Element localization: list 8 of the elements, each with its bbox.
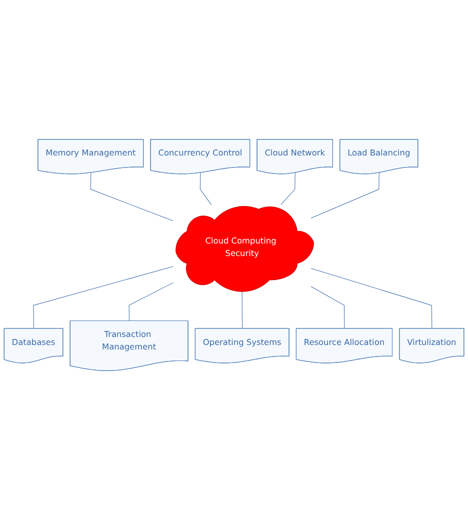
connector — [310, 172, 380, 218]
connector — [33, 266, 174, 329]
connector — [242, 290, 243, 329]
connector — [280, 172, 296, 205]
connector — [200, 172, 212, 205]
connector — [128, 282, 174, 322]
connector — [310, 268, 432, 329]
connector — [90, 172, 174, 222]
